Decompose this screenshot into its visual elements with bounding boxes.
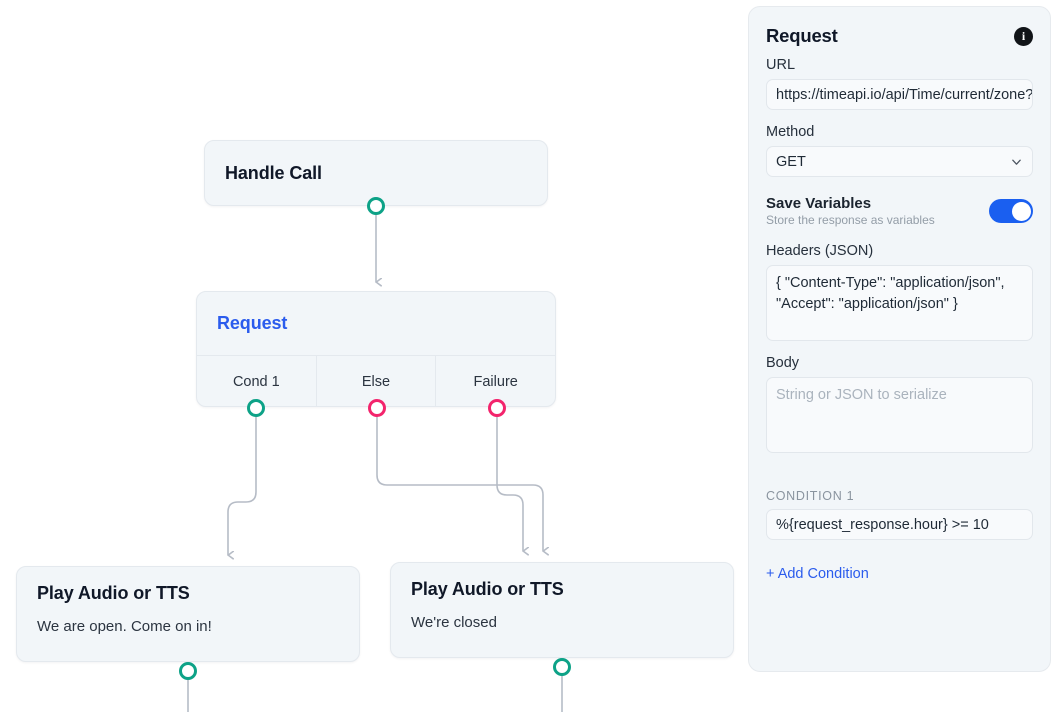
save-variables-text: Save Variables Store the response as var…	[766, 195, 935, 227]
save-variables-row: Save Variables Store the response as var…	[766, 195, 1033, 227]
flow-node-request[interactable]: Request Cond 1 Else Failure	[196, 291, 556, 407]
node-header: Request	[197, 292, 555, 355]
headers-textarea[interactable]: { "Content-Type": "application/json", "A…	[766, 265, 1033, 341]
panel-header: Request i	[766, 25, 1033, 47]
flow-canvas[interactable]: Handle Call Request Cond 1 Else Failure …	[0, 0, 744, 712]
node-port-row: Cond 1 Else Failure	[197, 355, 555, 406]
method-label: Method	[766, 124, 815, 140]
method-selected-value: GET	[776, 153, 806, 170]
method-select[interactable]: GET	[766, 146, 1033, 177]
port-label-cond-1[interactable]: Cond 1	[232, 374, 280, 390]
headers-label: Headers (JSON)	[766, 243, 874, 259]
condition-field-block: CONDITION 1 %{request_response.hour} >= …	[766, 489, 1033, 540]
url-field-block: URL https://timeapi.io/api/Time/current/…	[766, 57, 1033, 110]
body-placeholder: String or JSON to serialize	[776, 387, 947, 403]
body-textarea[interactable]: String or JSON to serialize	[766, 377, 1033, 453]
body-field-block: Body String or JSON to serialize	[766, 355, 1033, 453]
save-variables-toggle[interactable]	[989, 199, 1033, 223]
port-label-else[interactable]: Else	[315, 356, 436, 406]
method-field-block: Method GET	[766, 124, 1033, 177]
request-inspector-panel: Request i URL https://timeapi.io/api/Tim…	[748, 6, 1051, 672]
flow-node-play-audio-open[interactable]: Play Audio or TTS We are open. Come on i…	[16, 566, 360, 662]
add-condition-button[interactable]: + Add Condition	[766, 566, 869, 582]
spacer	[766, 467, 1033, 489]
save-variables-label: Save Variables	[766, 195, 872, 212]
port-play-audio-open-out[interactable]	[179, 662, 197, 680]
info-icon[interactable]: i	[1014, 26, 1033, 46]
node-title: Request	[217, 313, 288, 333]
node-title: Play Audio or TTS	[411, 579, 564, 599]
flow-node-play-audio-closed[interactable]: Play Audio or TTS We're closed	[390, 562, 734, 658]
node-title: Handle Call	[225, 162, 322, 183]
headers-field-block: Headers (JSON) { "Content-Type": "applic…	[766, 243, 1033, 341]
url-input[interactable]: https://timeapi.io/api/Time/current/zone…	[766, 79, 1033, 110]
condition-input[interactable]: %{request_response.hour} >= 10	[766, 509, 1033, 540]
port-label-failure[interactable]: Failure	[435, 356, 555, 406]
port-request-else[interactable]	[368, 399, 386, 417]
node-subtitle: We are open. Come on in!	[37, 618, 212, 635]
panel-title: Request	[766, 25, 838, 46]
port-request-cond-1[interactable]	[247, 399, 265, 417]
port-handle-call-out[interactable]	[367, 197, 385, 215]
node-title: Play Audio or TTS	[37, 583, 190, 603]
toggle-knob	[1011, 201, 1031, 221]
port-play-audio-closed-out[interactable]	[553, 658, 571, 676]
save-variables-description: Store the response as variables	[766, 213, 935, 227]
port-request-failure[interactable]	[488, 399, 506, 417]
condition-label: CONDITION 1	[766, 489, 855, 503]
node-subtitle: We're closed	[411, 614, 497, 631]
chevron-down-icon	[1012, 159, 1021, 165]
url-label: URL	[766, 57, 796, 73]
body-label: Body	[766, 355, 800, 371]
